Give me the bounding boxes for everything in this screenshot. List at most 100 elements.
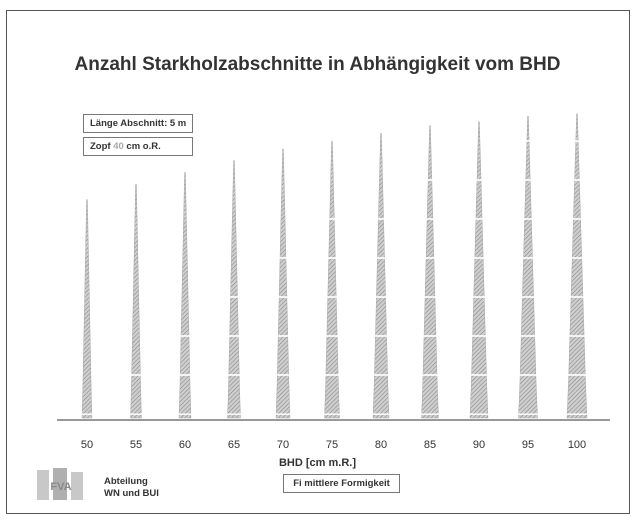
segment-cut	[323, 257, 341, 259]
stem-profile	[81, 199, 93, 419]
segment-cut	[469, 335, 489, 337]
stem-shape	[81, 199, 93, 419]
segment-cut	[469, 179, 489, 181]
form-class-box: Fi mittlere Formigkeit	[283, 474, 400, 493]
stem-profile	[323, 140, 341, 419]
department-label: Abteilung WN und BUI	[104, 476, 159, 500]
stem-shape	[130, 183, 142, 419]
segment-cut	[226, 296, 242, 298]
x-tick-label: 65	[227, 439, 241, 451]
stump-cut	[226, 413, 242, 415]
segment-cut	[469, 296, 489, 298]
stem-profile	[226, 160, 242, 419]
chart-title: Anzahl Starkholzabschnitte in Abhängigke…	[74, 54, 561, 75]
segment-length-box: Länge Abschnitt: 5 m	[83, 114, 193, 133]
segment-cut	[178, 335, 192, 337]
x-tick-label: 75	[325, 439, 339, 451]
segment-cut	[566, 296, 588, 298]
x-tick-label: 70	[276, 439, 290, 451]
stem-shape	[324, 140, 340, 419]
x-tick-label: 80	[374, 439, 388, 451]
segment-cut	[420, 257, 440, 259]
segment-cut	[323, 374, 341, 376]
svg-text:FVA: FVA	[50, 481, 71, 493]
stem-profile	[178, 172, 192, 419]
segment-cut	[566, 218, 588, 220]
segment-cut	[372, 374, 390, 376]
stump-cut	[372, 413, 390, 415]
segment-cut	[566, 374, 588, 376]
stem-profile	[420, 125, 440, 419]
stump-cut	[178, 413, 192, 415]
segment-cut	[517, 335, 539, 337]
stump-cut	[566, 413, 588, 415]
segment-cut	[517, 374, 539, 376]
stump-cut	[517, 413, 539, 415]
stem-shape	[421, 125, 439, 419]
segment-cut	[226, 374, 242, 376]
segment-cut	[420, 335, 440, 337]
segment-cut	[372, 335, 390, 337]
x-tick-label: 60	[178, 439, 192, 451]
segment-cut	[517, 296, 539, 298]
segment-cut	[178, 374, 192, 376]
segment-cut	[372, 218, 390, 220]
stem-shape	[275, 148, 291, 419]
stump-cut	[81, 413, 93, 415]
stem-profile	[566, 113, 588, 419]
top-diameter-value: 40	[113, 141, 124, 152]
segment-cut	[420, 218, 440, 220]
x-axis-label: BHD [cm m.R.]	[278, 457, 356, 469]
segment-cut	[129, 374, 143, 376]
x-tick-label: 85	[423, 439, 437, 451]
stem-shape	[227, 160, 241, 419]
segment-cut	[323, 335, 341, 337]
department-line1: Abteilung	[104, 476, 148, 487]
stump-cut	[129, 413, 143, 415]
segment-cut	[517, 257, 539, 259]
segment-cut	[566, 257, 588, 259]
stem-shape	[518, 115, 538, 419]
institute-logo: FVA	[37, 468, 83, 500]
stem-shape	[469, 121, 489, 419]
segment-cut	[275, 374, 291, 376]
stump-cut	[275, 413, 291, 415]
segment-cut	[566, 140, 588, 142]
segment-cut	[372, 296, 390, 298]
x-tick-label: 55	[129, 439, 143, 451]
segment-cut	[226, 335, 242, 337]
stem-profile	[275, 148, 291, 419]
top-diameter-box: Zopf 40 cm o.R.	[83, 137, 193, 156]
stem-profile	[129, 183, 143, 419]
segment-cut	[566, 335, 588, 337]
segment-cut	[469, 257, 489, 259]
segment-cut	[420, 374, 440, 376]
stem-profile	[372, 133, 390, 419]
x-tick-label: 90	[472, 439, 486, 451]
top-diameter-suffix: cm o.R.	[123, 141, 161, 152]
segment-cut	[323, 218, 341, 220]
segment-cut	[372, 257, 390, 259]
stump-cut	[420, 413, 440, 415]
segment-cut	[420, 296, 440, 298]
segment-cut	[566, 179, 588, 181]
stem-shape	[178, 172, 192, 419]
x-tick-label: 95	[521, 439, 535, 451]
segment-cut	[275, 257, 291, 259]
segment-cut	[517, 179, 539, 181]
segment-cut	[517, 218, 539, 220]
segment-cut	[275, 296, 291, 298]
segment-cut	[469, 374, 489, 376]
top-diameter-prefix: Zopf	[90, 141, 114, 152]
stem-shape	[566, 113, 588, 419]
stem-profile	[517, 115, 539, 419]
department-line2: WN und BUI	[104, 488, 159, 499]
x-tick-label: 50	[80, 439, 94, 451]
x-tick-label: 100	[567, 439, 587, 451]
segment-cut	[469, 218, 489, 220]
stem-shape	[372, 133, 390, 419]
segment-cut	[420, 179, 440, 181]
stem-profile	[469, 121, 489, 419]
segment-cut	[275, 335, 291, 337]
